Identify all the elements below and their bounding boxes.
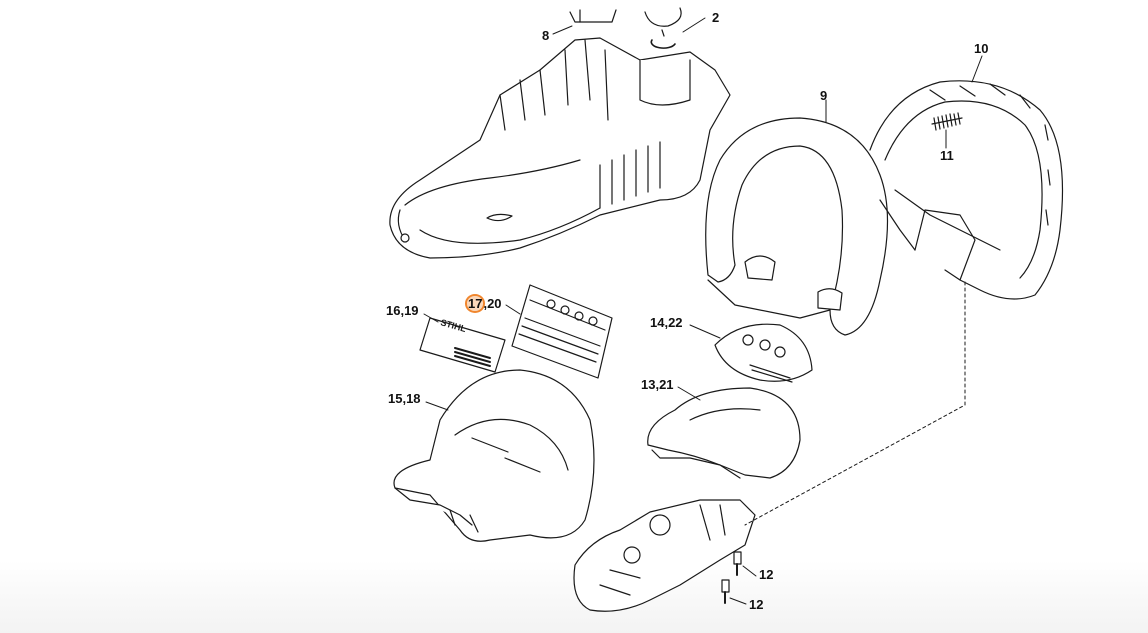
assembly-dashed-line — [744, 281, 966, 526]
callout-17-highlight[interactable]: 17 — [467, 296, 484, 311]
callout-12-lower[interactable]: 12 — [749, 597, 764, 612]
cover-13-21 — [647, 387, 801, 479]
label-plate-17-20 — [511, 284, 613, 379]
callout-15-18[interactable]: 15,18 — [388, 391, 421, 406]
rear-handle-10 — [869, 80, 1064, 300]
spring-11 — [931, 112, 963, 131]
lower-housing — [573, 499, 756, 612]
leader-lines — [423, 17, 983, 605]
callout-8[interactable]: 8 — [542, 28, 550, 43]
front-handle-9 — [705, 117, 889, 336]
label-plate-16-19: STIHL — [419, 317, 506, 373]
callout-12-upper[interactable]: 12 — [759, 567, 774, 582]
screw-12-lower — [721, 579, 730, 604]
part-2-retaining-ring — [644, 7, 682, 49]
callout-13-21[interactable]: 13,21 — [641, 377, 674, 392]
callout-16-19[interactable]: 16,19 — [386, 303, 419, 318]
callout-9[interactable]: 9 — [820, 88, 828, 103]
callout-14-22[interactable]: 14,22 — [650, 315, 683, 330]
cover-15-18 — [393, 369, 595, 542]
callout-17-20[interactable]: 17,20 — [467, 296, 502, 311]
callout-10[interactable]: 10 — [974, 41, 989, 56]
screw-12-upper — [733, 551, 742, 576]
part-8-fragment — [569, 9, 617, 23]
housing-shell — [389, 37, 731, 259]
label-plate-14-22 — [714, 323, 813, 383]
callout-11[interactable]: 11 — [940, 148, 954, 163]
callout-20-suffix: ,20 — [483, 296, 502, 311]
callout-2[interactable]: 2 — [712, 10, 720, 25]
